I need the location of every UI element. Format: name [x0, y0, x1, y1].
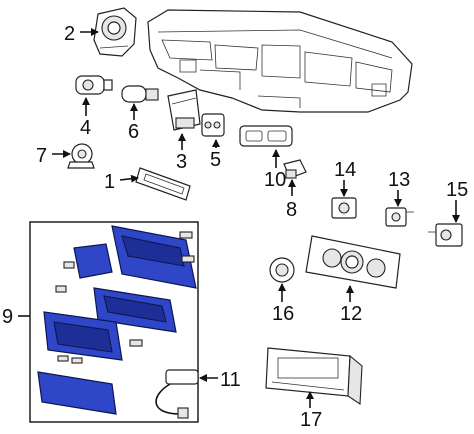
switch-part-8 — [283, 159, 307, 179]
sensor-part-15 — [428, 223, 463, 247]
callout-6: 6 — [128, 121, 139, 143]
cluster-circuit-board — [93, 287, 177, 333]
sensor-part-13 — [385, 207, 414, 227]
leader-1 — [119, 174, 139, 183]
callout-1: 1 — [104, 171, 115, 193]
cluster-small-parts — [55, 231, 195, 364]
switch-part-4 — [75, 75, 113, 95]
callout-2: 2 — [64, 23, 75, 45]
cluster-lens — [111, 225, 197, 289]
callout-9: 9 — [2, 306, 13, 328]
callout-3: 3 — [176, 151, 187, 173]
knob-part-16 — [269, 257, 295, 283]
switch-part-5 — [201, 113, 225, 137]
callout-12: 12 — [340, 303, 362, 325]
cluster-mask — [37, 371, 117, 415]
callout-4: 4 — [80, 117, 91, 139]
headlamp-switch — [93, 7, 137, 57]
leader-lines — [18, 28, 460, 408]
callout-11: 11 — [220, 369, 241, 391]
cluster-gauge — [73, 243, 113, 279]
callout-16: 16 — [272, 303, 294, 325]
switch-part-6 — [121, 85, 159, 103]
callout-8: 8 — [286, 199, 297, 221]
cluster-housing — [43, 311, 123, 361]
climate-control-panel-part-12 — [305, 235, 401, 289]
ignition-switch — [67, 143, 95, 169]
climate-control-module-part-17 — [265, 347, 363, 405]
callout-13: 13 — [388, 169, 410, 191]
callout-15: 15 — [446, 179, 468, 201]
callout-10: 10 — [264, 169, 286, 191]
callout-17: 17 — [300, 409, 322, 431]
cluster-group-box — [29, 221, 199, 423]
module-part-3 — [167, 89, 201, 131]
harness-part-11 — [155, 369, 199, 419]
callout-7: 7 — [36, 145, 47, 167]
bezel-part-10 — [239, 125, 293, 147]
callout-labels: 2 4 6 3 5 7 1 10 8 14 13 15 12 16 9 11 1… — [2, 23, 468, 431]
callout-5: 5 — [210, 149, 221, 171]
sensor-part-14 — [331, 197, 357, 219]
instrument-panel-outline — [147, 9, 413, 113]
callout-14: 14 — [334, 159, 356, 181]
